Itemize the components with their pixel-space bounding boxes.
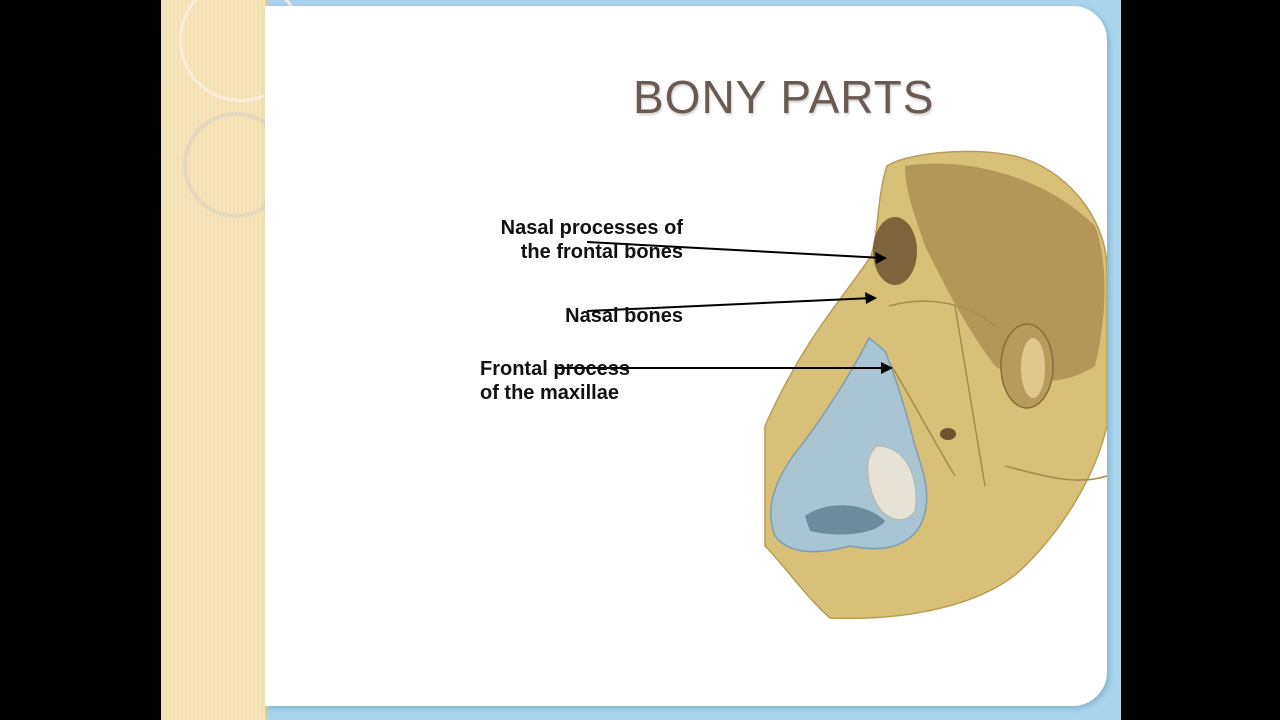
slide-content: BONY PARTS [265,6,1107,706]
nose-anatomy-illustration [555,150,1107,620]
label-frontal-process: Frontal process of the maxillae [480,357,680,405]
label-line: Nasal processes of [500,217,683,239]
orbit-opening [873,217,917,285]
leader-line-nasal-processes [586,241,884,259]
nostril [805,505,885,535]
leader-line-nasal-bones [586,297,874,312]
label-line: of the maxillae [480,382,619,404]
slide-title: BONY PARTS [633,71,935,123]
zygomatic-socket-inner [1021,338,1045,398]
label-nasal-processes: Nasal processes of the frontal bones [455,216,683,264]
label-line: the frontal bones [520,241,683,263]
decorative-left-band [161,0,303,720]
forehead-shading [905,163,1105,381]
leader-arrowhead [881,362,893,374]
foramen [940,428,956,440]
label-line: Frontal process [480,358,631,380]
fibrofatty-tissue [867,445,917,521]
slide: BONY PARTS [161,0,1121,720]
leader-arrowhead [875,252,887,264]
leader-arrowhead [865,292,877,304]
label-nasal-bones: Nasal bones [455,304,683,328]
bone-suture [884,300,1107,487]
label-line: Nasal bones [565,305,683,327]
